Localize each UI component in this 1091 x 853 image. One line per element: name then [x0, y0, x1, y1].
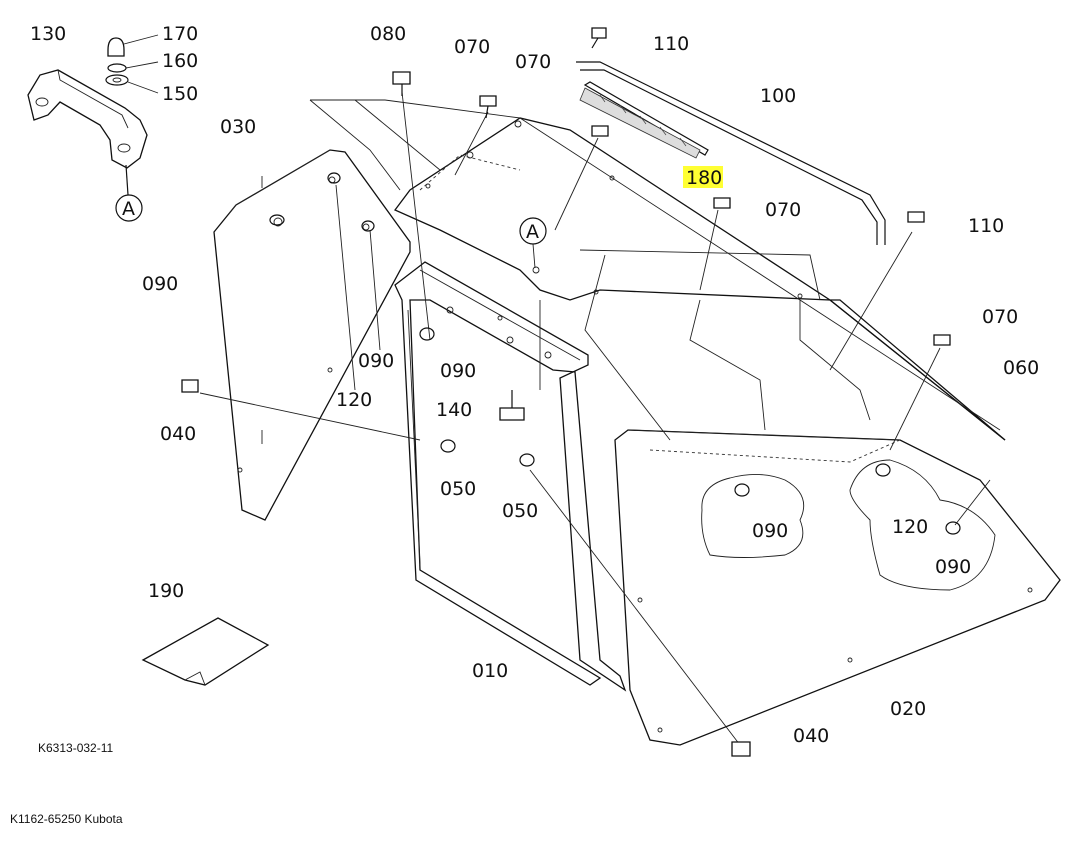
panel-020: [614, 429, 1061, 746]
callouts: 130 170 160 150 030 080 070 070 110 100 …: [10, 23, 1039, 826]
callout-090-d: 090: [752, 520, 788, 542]
callout-170: 170: [162, 23, 198, 45]
callout-040-a: 040: [160, 423, 196, 445]
callout-090-b: 090: [358, 350, 394, 372]
decal-180: [579, 81, 709, 159]
callout-090-a: 090: [142, 273, 178, 295]
callout-010: 010: [472, 660, 508, 682]
callout-070-b: 070: [515, 51, 551, 73]
bolt-070-c: [713, 197, 731, 209]
callout-020: 020: [890, 698, 926, 720]
callout-160: 160: [162, 50, 198, 72]
bolt-080: [392, 71, 411, 96]
callout-100: 100: [760, 85, 796, 107]
leader-lines: [199, 91, 991, 746]
callout-130: 130: [30, 23, 66, 45]
callout-120-a: 120: [336, 389, 372, 411]
handle-assembly: [27, 34, 159, 222]
callout-120-b: 120: [892, 516, 928, 538]
bolt-070-b: [591, 125, 609, 137]
drawing-code: K6313-032-11: [38, 741, 113, 755]
callout-140: 140: [436, 399, 472, 421]
footer-text: K1162-65250 Kubota: [10, 812, 123, 826]
bolt-070-d: [933, 334, 951, 346]
callout-110-b: 110: [968, 215, 1004, 237]
ref-marker-a-1: A: [122, 198, 135, 220]
bolt-140: [499, 390, 525, 421]
bolt-070-a: [479, 95, 497, 119]
fasteners: [181, 27, 961, 757]
panel-030: [213, 149, 411, 521]
callout-180: 180: [686, 167, 722, 189]
callout-050-a: 050: [440, 478, 476, 500]
top-cover: [393, 117, 1006, 441]
frame-010: [394, 261, 627, 692]
callout-110-a: 110: [653, 33, 689, 55]
callout-060: 060: [1003, 357, 1039, 379]
callout-090-c: 090: [440, 360, 476, 382]
bolt-040-a: [181, 379, 199, 393]
callout-030: 030: [220, 116, 256, 138]
callout-050-b: 050: [502, 500, 538, 522]
bolt-110-b: [907, 211, 925, 223]
callout-070-c: 070: [765, 199, 801, 221]
callout-070-d: 070: [982, 306, 1018, 328]
callout-040-b: 040: [793, 725, 829, 747]
callout-190: 190: [148, 580, 184, 602]
sheet-190: [141, 617, 270, 686]
bar-100: [576, 61, 886, 245]
callout-090-e: 090: [935, 556, 971, 578]
highlight-180: [683, 166, 723, 188]
callout-150: 150: [162, 83, 198, 105]
ref-marker-a-2: A: [526, 221, 539, 243]
bolt-040-b: [731, 741, 751, 757]
bolt-110-a: [591, 27, 607, 49]
callout-080: 080: [370, 23, 406, 45]
callout-070-a: 070: [454, 36, 490, 58]
